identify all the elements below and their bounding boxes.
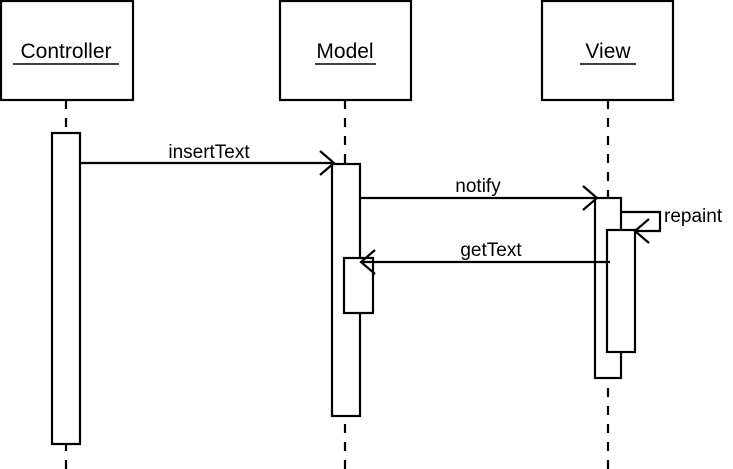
message-repaint-label: repaint [664,206,723,227]
message-get-text-label: getText [460,240,522,261]
lifeline-model[interactable]: Model [278,0,413,469]
lifeline-controller-box[interactable] [0,0,135,102]
message-repaint-arrowhead [633,218,650,244]
lifeline-model-box[interactable] [278,0,413,102]
model-nested-activation[interactable] [342,256,375,315]
lifeline-controller[interactable]: Controller [0,0,135,469]
lifeline-view-label: View [585,40,631,63]
lifeline-view-box[interactable] [540,0,675,102]
message-insert-text[interactable]: insertText [80,142,336,176]
message-notify[interactable]: notify [360,176,599,211]
controller-activation[interactable] [50,131,82,446]
lifeline-view[interactable]: View [540,0,675,469]
lifeline-controller-label: Controller [20,40,111,63]
message-notify-label: notify [455,176,501,197]
view-nested-activation[interactable] [605,228,637,354]
message-notify-arrowhead [582,185,599,211]
lifeline-model-label: Model [316,40,373,63]
message-get-text-arrowhead [359,249,376,275]
message-repaint-loop [621,210,662,233]
message-insert-text-label: insertText [168,142,250,163]
message-repaint[interactable]: repaint [621,206,723,244]
message-get-text[interactable]: getText [359,240,610,275]
message-insert-text-arrowhead [319,150,336,176]
